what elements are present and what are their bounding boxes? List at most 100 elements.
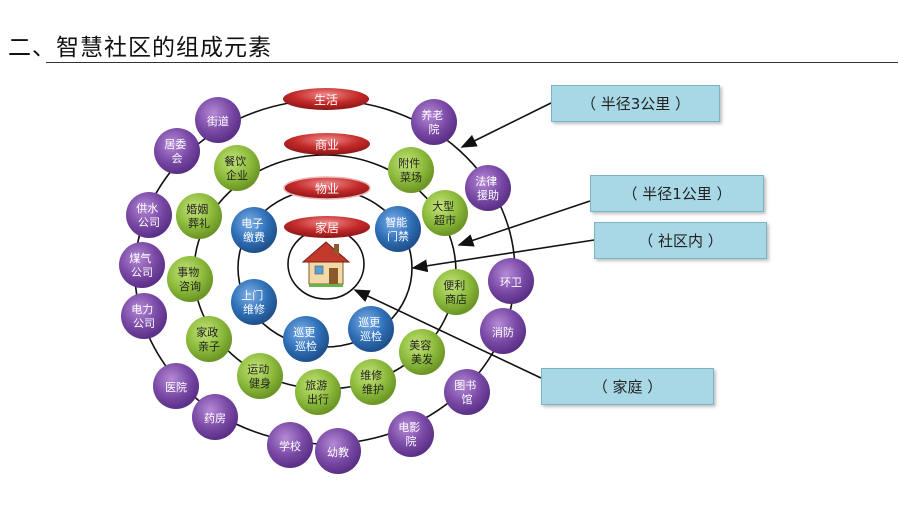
- svg-text:附件 菜场: 附件 菜场: [398, 156, 424, 184]
- node-dianzi-line2: 缴费: [243, 230, 265, 244]
- banner-business-label: 商业: [315, 137, 339, 152]
- node-xiaofang: 消防: [480, 308, 526, 354]
- node-bianli-line2: 商店: [445, 292, 467, 306]
- node-meirong-line2: 美发: [411, 352, 433, 366]
- svg-text:电力 公司: 电力 公司: [131, 303, 157, 330]
- svg-text:煤气 公司: 煤气 公司: [129, 251, 155, 279]
- node-falv: 法律 援助: [465, 165, 511, 211]
- node-canyin: 餐饮 企业: [214, 145, 260, 191]
- node-xungeng-2-line1: 巡更: [358, 316, 380, 329]
- callout-community: （ 社区内 ）: [594, 222, 767, 259]
- svg-text:巡更 巡检: 巡更 巡检: [358, 316, 384, 343]
- banner-life: 生活: [283, 88, 369, 110]
- svg-text:维修 维护: 维修 维护: [360, 368, 386, 396]
- node-hunyin: 婚姻 葬礼: [176, 193, 222, 239]
- node-canyin-line1: 餐饮: [224, 154, 246, 168]
- node-huanwei: 环卫: [488, 258, 534, 304]
- arrow-home: [353, 289, 542, 379]
- node-shiwu-line1: 事物: [177, 265, 199, 279]
- node-xungeng-2-line2: 巡检: [360, 329, 382, 343]
- svg-text:图书 馆: 图书 馆: [454, 379, 480, 406]
- svg-text:美容 美发: 美容 美发: [409, 338, 435, 366]
- node-shiwu: 事物 咨询: [167, 256, 213, 302]
- node-yanglaoyuan-line1: 养老: [421, 108, 443, 122]
- svg-text:家政 亲子: 家政 亲子: [196, 325, 222, 353]
- node-daxingchaoshi-line1: 大型: [432, 199, 454, 213]
- svg-text:养老 院: 养老 院: [421, 108, 447, 136]
- node-lvyou: 旅游 出行: [295, 369, 341, 415]
- node-xungeng-1: 巡更 巡检: [283, 316, 329, 362]
- node-yiyuan-label: 医院: [165, 380, 187, 394]
- node-bianli: 便利 商店: [433, 269, 479, 315]
- node-canyin-line2: 企业: [226, 168, 248, 182]
- node-jiazheng-line2: 亲子: [198, 339, 220, 353]
- node-meiqi-line1: 煤气: [129, 251, 151, 265]
- node-meiqi: 煤气 公司: [119, 242, 165, 288]
- node-bianli-line1: 便利: [443, 279, 465, 292]
- svg-text:事物 咨询: 事物 咨询: [177, 265, 203, 293]
- node-fujiancaichang-line2: 菜场: [400, 170, 422, 184]
- outer-ring-nodes: 街道 养老 院 居委 会 法律 援助 供水: [119, 97, 534, 474]
- svg-text:电影 院: 电影 院: [398, 421, 424, 448]
- banner-property: 物业: [283, 176, 371, 200]
- node-meiqi-line2: 公司: [131, 266, 153, 279]
- node-jiazheng: 家政 亲子: [186, 316, 232, 362]
- middle-ring-nodes: 餐饮 企业 附件 菜场 婚姻 葬礼 大型 超市: [167, 145, 479, 415]
- node-dianli: 电力 公司: [121, 293, 167, 339]
- node-jiazheng-line1: 家政: [196, 325, 218, 339]
- node-yaofang: 药房: [192, 394, 238, 440]
- node-yundong: 运动 健身: [237, 353, 283, 399]
- node-yundong-line2: 健身: [249, 376, 271, 390]
- node-dianli-line1: 电力: [131, 303, 153, 316]
- node-falv-line1: 法律: [475, 174, 497, 188]
- node-hunyin-line2: 葬礼: [188, 216, 210, 230]
- title-divider: [46, 62, 898, 63]
- node-xungeng-1-line2: 巡检: [295, 339, 317, 353]
- node-daxingchaoshi: 大型 超市: [422, 190, 468, 236]
- node-juweihui: 居委 会: [154, 128, 200, 174]
- svg-text:婚姻 葬礼: 婚姻 葬礼: [186, 202, 212, 230]
- node-tushuguan: 图书 馆: [444, 369, 490, 415]
- node-xungeng-2: 巡更 巡检: [348, 306, 394, 352]
- node-youjiao: 幼教: [315, 428, 361, 474]
- callout-home: （ 家庭 ）: [541, 368, 714, 405]
- node-shiwu-line2: 咨询: [179, 279, 201, 293]
- node-dianzi-line1: 电子: [241, 217, 263, 230]
- node-shangmen-line1: 上门: [241, 288, 263, 302]
- svg-text:智能 门禁: 智能 门禁: [385, 215, 411, 243]
- node-xungeng-1-line1: 巡更: [293, 326, 315, 339]
- node-tushuguan-line2: 馆: [462, 392, 473, 406]
- node-lvyou-line2: 出行: [307, 392, 329, 406]
- node-fujiancaichang-line1: 附件: [398, 156, 420, 170]
- node-zhineng: 智能 门禁: [375, 206, 421, 252]
- svg-text:餐饮 企业: 餐饮 企业: [224, 154, 250, 182]
- node-huanwei-label: 环卫: [500, 276, 522, 289]
- node-dianyingyuan: 电影 院: [388, 411, 434, 457]
- svg-text:居委 会: 居委 会: [164, 138, 190, 165]
- svg-text:巡更 巡检: 巡更 巡检: [293, 326, 319, 353]
- banner-life-label: 生活: [314, 93, 338, 107]
- callout-radius-1km: （ 半径1公里 ）: [590, 175, 764, 212]
- node-gongshui-line2: 公司: [138, 216, 160, 229]
- node-yiyuan: 医院: [153, 363, 199, 409]
- svg-text:便利 商店: 便利 商店: [443, 279, 469, 306]
- node-xuexiao-label: 学校: [279, 439, 301, 453]
- svg-text:法律 援助: 法律 援助: [475, 174, 501, 202]
- node-juweihui-line2: 会: [172, 152, 183, 165]
- svg-text:电子 缴费: 电子 缴费: [241, 217, 267, 244]
- node-jiedao-label: 街道: [207, 114, 229, 128]
- node-weixiu-line2: 维护: [362, 382, 384, 396]
- svg-text:供水 公司: 供水 公司: [136, 201, 162, 229]
- node-weixiu: 维修 维护: [350, 359, 396, 405]
- node-jiedao: 街道: [195, 97, 241, 143]
- node-lvyou-line1: 旅游: [305, 378, 327, 392]
- node-falv-line2: 援助: [477, 188, 499, 202]
- node-dianyingyuan-line1: 电影: [398, 421, 420, 434]
- inner-ring-nodes: 电子 缴费 智能 门禁 上门 维修 巡更 巡检: [231, 206, 421, 362]
- node-meirong-line1: 美容: [409, 338, 431, 352]
- node-shangmen-line2: 维修: [243, 302, 265, 316]
- svg-text:大型 超市: 大型 超市: [432, 199, 458, 227]
- svg-text:运动 健身: 运动 健身: [247, 363, 273, 390]
- node-juweihui-line1: 居委: [164, 138, 186, 151]
- node-shangmen: 上门 维修: [231, 279, 277, 325]
